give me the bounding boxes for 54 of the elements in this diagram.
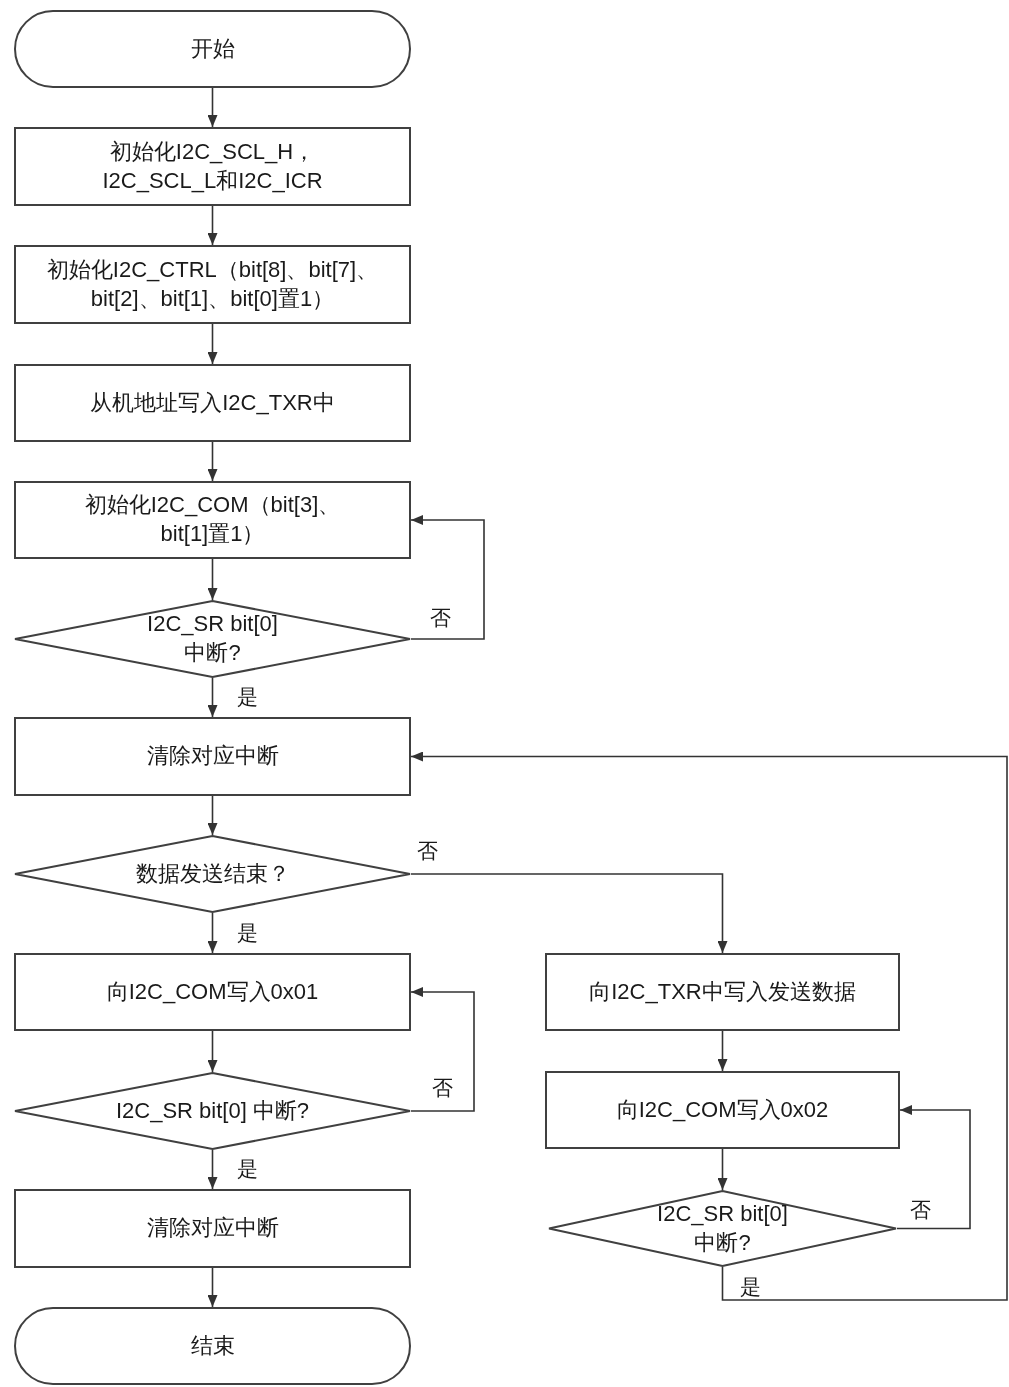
flow-arrow (207, 558, 218, 601)
step-text: 初始化I2C_CTRL（bit[8]、bit[7]、bit[2]、bit[1]、bit[0]置1） (45, 255, 380, 313)
flow-arrow (717, 1030, 728, 1072)
flow-arrow (207, 1267, 218, 1308)
flow-arrow (207, 912, 218, 954)
flow-arrow (410, 751, 1008, 1301)
process-box (14, 245, 411, 324)
decision-text: I2C_SR bit[0] 中断? (114, 1096, 311, 1125)
decision-diamond (548, 1190, 897, 1267)
decision-text: I2C_SR bit[0]中断? (146, 610, 279, 667)
flow-arrow (207, 205, 218, 246)
edge-label: 否 (432, 1077, 453, 1098)
step-text: 清除对应中断 (146, 742, 279, 771)
flow-arrow (717, 1148, 728, 1191)
flow-arrow (207, 795, 218, 836)
decision-text: 数据发送结束？ (135, 859, 290, 888)
flow-arrow (207, 677, 218, 718)
decision-diamond (14, 835, 411, 913)
process-box (14, 717, 411, 796)
process-box (545, 953, 900, 1031)
flow-arrow (410, 873, 728, 954)
terminal-text: 结束 (190, 1331, 235, 1360)
step-text: 初始化I2C_SCL_H，I2C_SCL_L和I2C_ICR (101, 137, 324, 195)
flow-arrow (896, 1105, 971, 1230)
process-box (14, 364, 411, 442)
step-text: 向I2C_COM写入0x01 (106, 977, 319, 1006)
terminal-text: 开始 (190, 34, 235, 63)
process-box (14, 953, 411, 1031)
decision-diamond (14, 600, 411, 678)
decision-text: I2C_SR bit[0]中断? (656, 1199, 789, 1257)
flow-arrow (207, 323, 218, 365)
process-box (14, 127, 411, 206)
process-box (545, 1071, 900, 1149)
edge-label: 是 (236, 922, 258, 943)
step-text: 向I2C_TXR中写入发送数据 (589, 977, 856, 1006)
process-box (14, 481, 411, 559)
flow-arrow (207, 441, 218, 482)
edge-label: 否 (910, 1198, 931, 1220)
process-box (14, 1189, 411, 1268)
step-text: 从机地址写入I2C_TXR中 (90, 388, 335, 417)
flow-arrow (207, 87, 218, 128)
edge-label: 否 (417, 840, 438, 861)
step-text: 初始化I2C_COM（bit[3]、bit[1]置1） (83, 491, 342, 548)
edge-label: 是 (236, 1158, 258, 1179)
flow-arrow (207, 1149, 218, 1190)
step-text: 清除对应中断 (146, 1214, 279, 1243)
flow-arrow (207, 1030, 218, 1073)
step-text: 向I2C_COM写入0x02 (616, 1095, 829, 1124)
edge-label: 是 (236, 686, 258, 707)
flow-arrow (410, 515, 485, 640)
decision-diamond (14, 1072, 411, 1150)
edge-label: 否 (430, 607, 451, 628)
edge-label: 是 (739, 1276, 761, 1297)
flow-arrow (410, 987, 475, 1112)
